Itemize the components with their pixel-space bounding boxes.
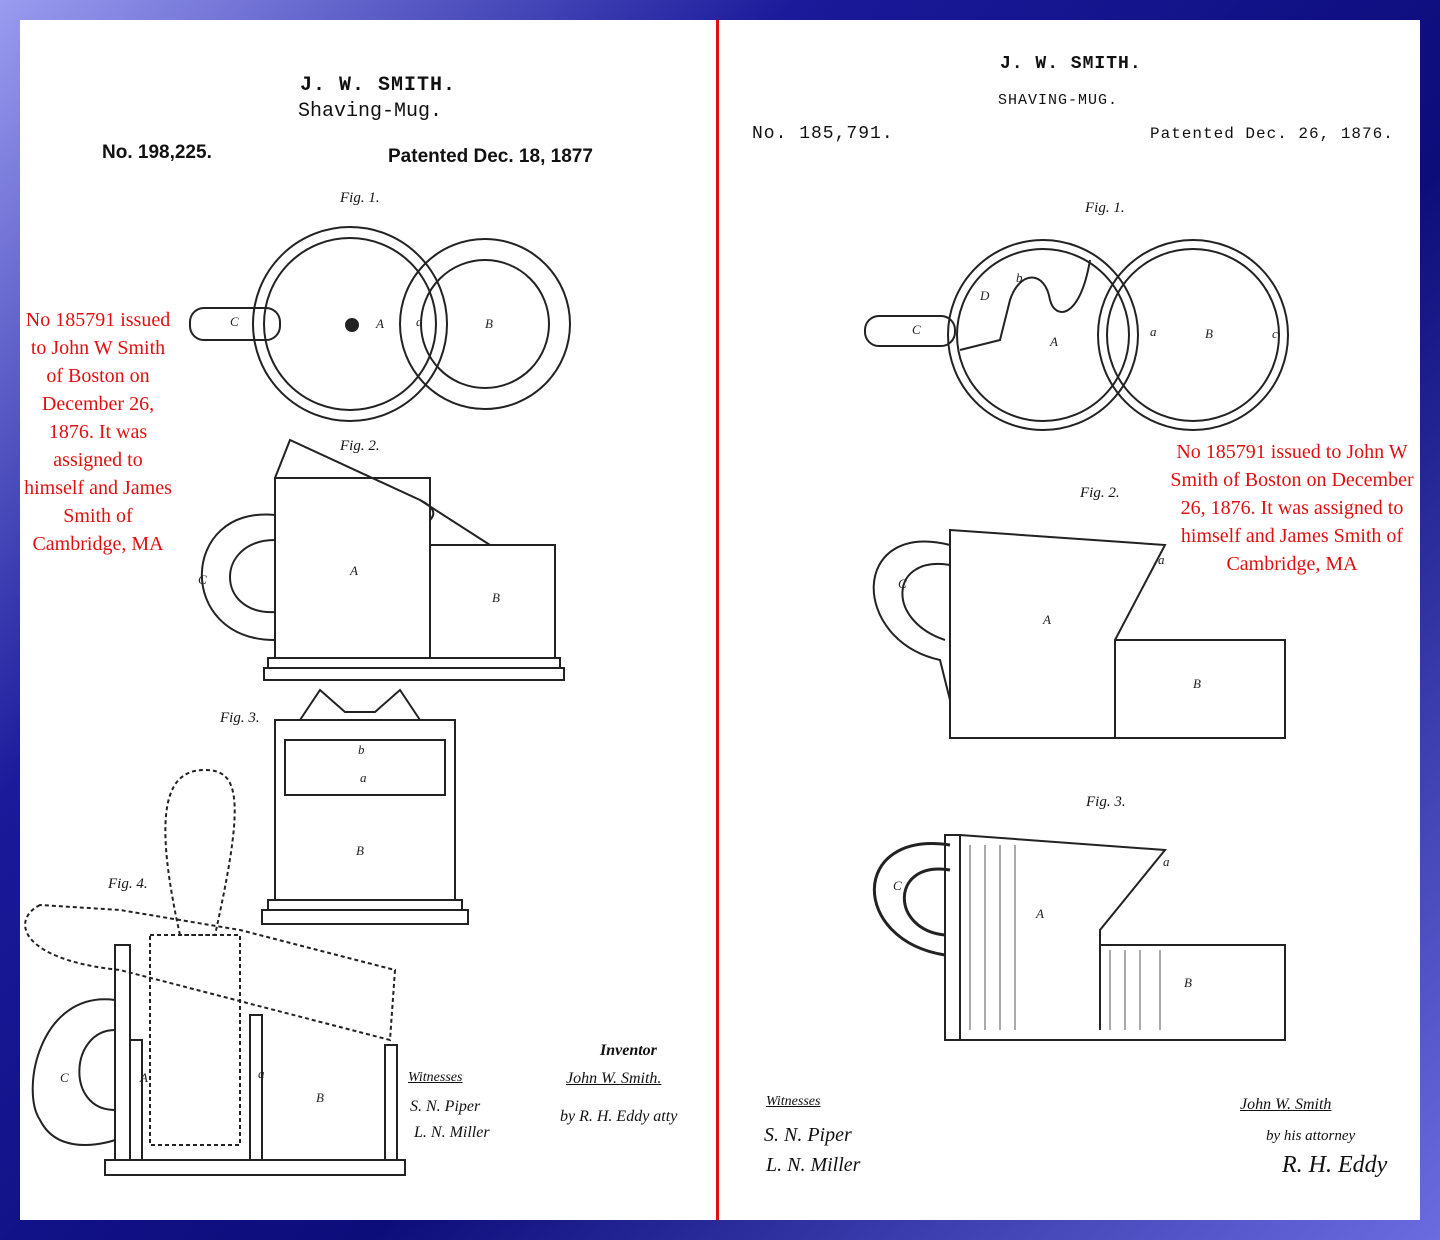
left-fig3-drawing (261, 688, 469, 925)
part-label: C (912, 322, 921, 337)
part-label: a (1150, 324, 1157, 339)
part-label: B (316, 1090, 324, 1105)
right-fig2-label: Fig. 2. (1080, 485, 1120, 501)
left-inventor-signature: John W. Smith. (566, 1070, 662, 1087)
patent-sheet (20, 20, 1420, 1220)
part-label: b (358, 742, 365, 757)
right-witness-2: L. N. Miller (766, 1154, 861, 1176)
part-label: b (1016, 270, 1023, 285)
left-fig2-drawing (200, 438, 565, 681)
part-label: C (60, 1070, 69, 1085)
right-patent-number: No. 185,791. (752, 124, 894, 144)
right-attorney-signature: R. H. Eddy (1282, 1152, 1388, 1178)
right-inventor-signature: John W. Smith (1240, 1096, 1332, 1113)
part-label: B (356, 843, 364, 858)
left-inventor-label: Inventor (600, 1042, 657, 1059)
left-inventor-name: J. W. SMITH. (300, 74, 457, 97)
right-witness-1: S. N. Piper (764, 1124, 852, 1146)
part-label: B (485, 316, 493, 331)
part-label: B (1184, 975, 1192, 990)
right-inventor-name: J. W. SMITH. (1000, 54, 1142, 74)
left-fig4-label: Fig. 4. (108, 876, 148, 892)
right-witnesses-label: Witnesses (766, 1094, 821, 1109)
right-patent-title: SHAVING-MUG. (998, 92, 1119, 109)
right-annotation: No 185791 issued to John W Smith of Bost… (1170, 441, 1414, 575)
left-patent-date: Patented Dec. 18, 1877 (388, 146, 593, 167)
left-fig3-label: Fig. 3. (220, 710, 260, 726)
part-label: a (258, 1066, 265, 1081)
red-divider (716, 20, 719, 1220)
part-label: A (1050, 334, 1058, 349)
part-label: a (360, 770, 367, 785)
part-label: C (893, 878, 902, 893)
part-label: A (376, 316, 384, 331)
left-witnesses-label: Witnesses (408, 1070, 463, 1085)
part-label: C (898, 576, 907, 591)
right-patent-date: Patented Dec. 26, 1876. (1150, 125, 1394, 143)
part-label: A (1043, 612, 1051, 627)
left-fig2-label: Fig. 2. (340, 438, 380, 454)
left-patent-number: No. 198,225. (102, 142, 212, 163)
part-label: a (1163, 854, 1170, 869)
right-fig1-label: Fig. 1. (1085, 200, 1125, 216)
part-label: A (1036, 906, 1044, 921)
part-label: B (1205, 326, 1213, 341)
right-fig3-drawing (872, 834, 1286, 1041)
left-fig1-label: Fig. 1. (340, 190, 380, 206)
part-label: D (980, 288, 990, 303)
right-attorney-label: by his attorney (1266, 1128, 1356, 1144)
right-fig3-label: Fig. 3. (1086, 794, 1126, 810)
left-witness-2: L. N. Miller (414, 1124, 490, 1141)
part-label: C (230, 314, 239, 329)
part-label: A (140, 1070, 148, 1085)
left-attorney-signature: by R. H. Eddy atty (560, 1108, 678, 1125)
left-patent-title: Shaving-Mug. (298, 100, 443, 123)
part-label: c (1272, 326, 1278, 341)
right-fig1-drawing (864, 239, 1289, 431)
part-label: C (198, 572, 207, 587)
part-label: B (1193, 676, 1201, 691)
part-label: a (416, 314, 423, 329)
right-fig2-drawing (872, 528, 1286, 739)
left-annotation: No 185791 issued to John W Smith of Bost… (24, 309, 172, 555)
left-fig1-drawing (189, 226, 571, 422)
left-fig4-drawing (24, 768, 406, 1176)
part-label: a (1158, 552, 1165, 567)
part-label: A (350, 563, 358, 578)
part-label: B (492, 590, 500, 605)
left-witness-1: S. N. Piper (410, 1098, 481, 1115)
